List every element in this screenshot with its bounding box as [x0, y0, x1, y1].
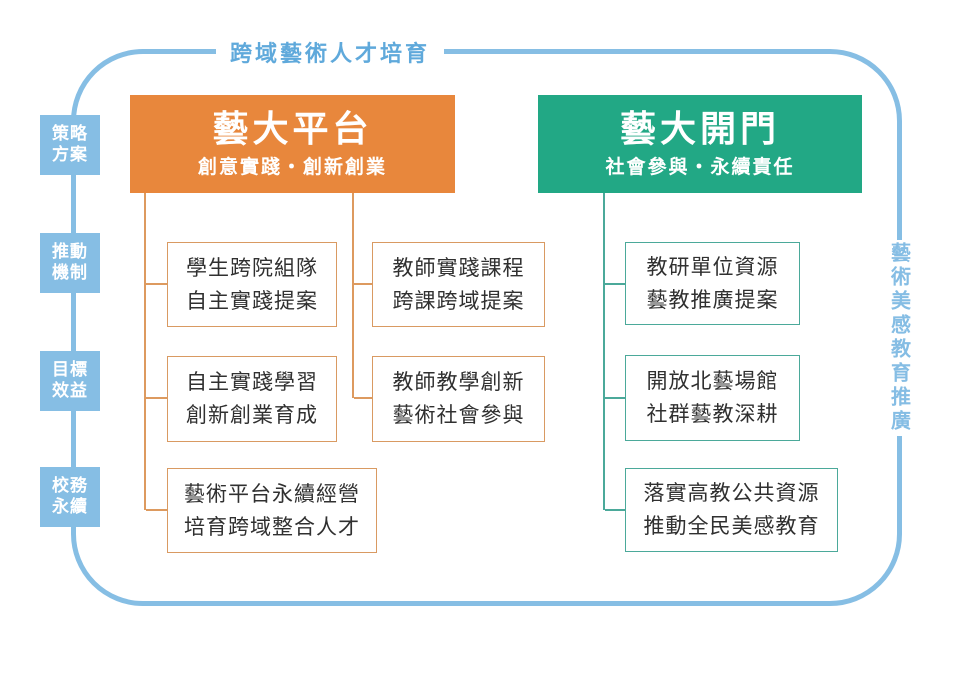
item-text-line: 落實高教公共資源: [643, 481, 820, 505]
item-text-line: 教研單位資源: [646, 254, 779, 279]
rail-item-sustainability: 校務 永續: [40, 467, 100, 527]
header-platform: 藝大平台 創意實踐・創新創業: [130, 95, 455, 193]
header-platform-subtitle: 創意實踐・創新創業: [197, 156, 387, 178]
rail-item-label-line: 推動: [52, 242, 88, 262]
item-text-line: 藝術社會參與: [392, 403, 525, 427]
rail-item-label-line: 策略: [52, 124, 88, 144]
item-text-line: 創新創業育成: [186, 403, 318, 427]
header-opendoor-title: 藝大開門: [619, 109, 780, 150]
item-text-line: 學生跨院組隊: [186, 255, 318, 280]
rail-item-label-line: 目標: [52, 360, 88, 380]
connector-orange-stub: [146, 509, 167, 511]
right-banner-label: 藝術美感教育推廣: [876, 240, 924, 436]
connector-orange-stub: [354, 283, 372, 285]
item-text-line: 推動全民美感教育: [643, 514, 820, 538]
item-public-resources: 落實高教公共資源 推動全民美感教育: [625, 468, 838, 552]
rail-item-label-line: 方案: [52, 145, 88, 165]
item-text-line: 教師實踐課程: [392, 255, 525, 280]
item-text-line: 跨課跨域提案: [392, 288, 525, 313]
rail-item-label-line: 校務: [52, 476, 88, 496]
header-opendoor: 藝大開門 社會參與・永續責任: [538, 95, 862, 193]
connector-green-vertical: [603, 193, 605, 510]
connector-green-stub: [605, 509, 625, 511]
connector-orange-vertical-mid: [352, 193, 354, 398]
rail-item-goals: 目標 效益: [40, 351, 100, 411]
connector-orange-stub: [354, 397, 372, 399]
top-banner-label: 跨域藝術人才培育: [216, 36, 444, 68]
item-text-line: 教師教學創新: [392, 370, 525, 394]
item-teaching-innovation: 教師教學創新 藝術社會參與: [372, 356, 545, 442]
connector-orange-stub: [146, 397, 167, 399]
item-self-practice-learning: 自主實踐學習 創新創業育成: [167, 356, 337, 442]
item-text-line: 自主實踐學習: [186, 370, 318, 394]
connector-orange-stub: [146, 283, 167, 285]
header-platform-title: 藝大平台: [212, 109, 373, 150]
rail-item-label-line: 永續: [52, 497, 88, 517]
item-text-line: 藝教推廣提案: [646, 287, 779, 312]
item-text-line: 社群藝教深耕: [646, 402, 779, 426]
connector-green-stub: [605, 397, 625, 399]
item-text-line: 開放北藝場館: [646, 369, 779, 393]
header-opendoor-subtitle: 社會參與・永續責任: [605, 156, 795, 178]
item-platform-sustainability: 藝術平台永續經營 培育跨域整合人才: [167, 468, 377, 553]
connector-orange-vertical-left: [144, 193, 146, 510]
item-research-unit-resources: 教研單位資源 藝教推廣提案: [625, 242, 800, 325]
item-student-teams: 學生跨院組隊 自主實踐提案: [167, 242, 337, 327]
rail-item-strategy: 策略 方案: [40, 115, 100, 175]
rail-item-mechanism: 推動 機制: [40, 233, 100, 293]
rail-item-label-line: 效益: [52, 381, 88, 401]
item-teacher-practice-courses: 教師實踐課程 跨課跨域提案: [372, 242, 545, 327]
item-text-line: 藝術平台永續經營: [184, 481, 360, 506]
item-open-venues: 開放北藝場館 社群藝教深耕: [625, 355, 800, 441]
connector-green-stub: [605, 283, 625, 285]
rail-item-label-line: 機制: [52, 263, 88, 283]
item-text-line: 培育跨域整合人才: [184, 514, 360, 539]
item-text-line: 自主實踐提案: [186, 288, 318, 313]
